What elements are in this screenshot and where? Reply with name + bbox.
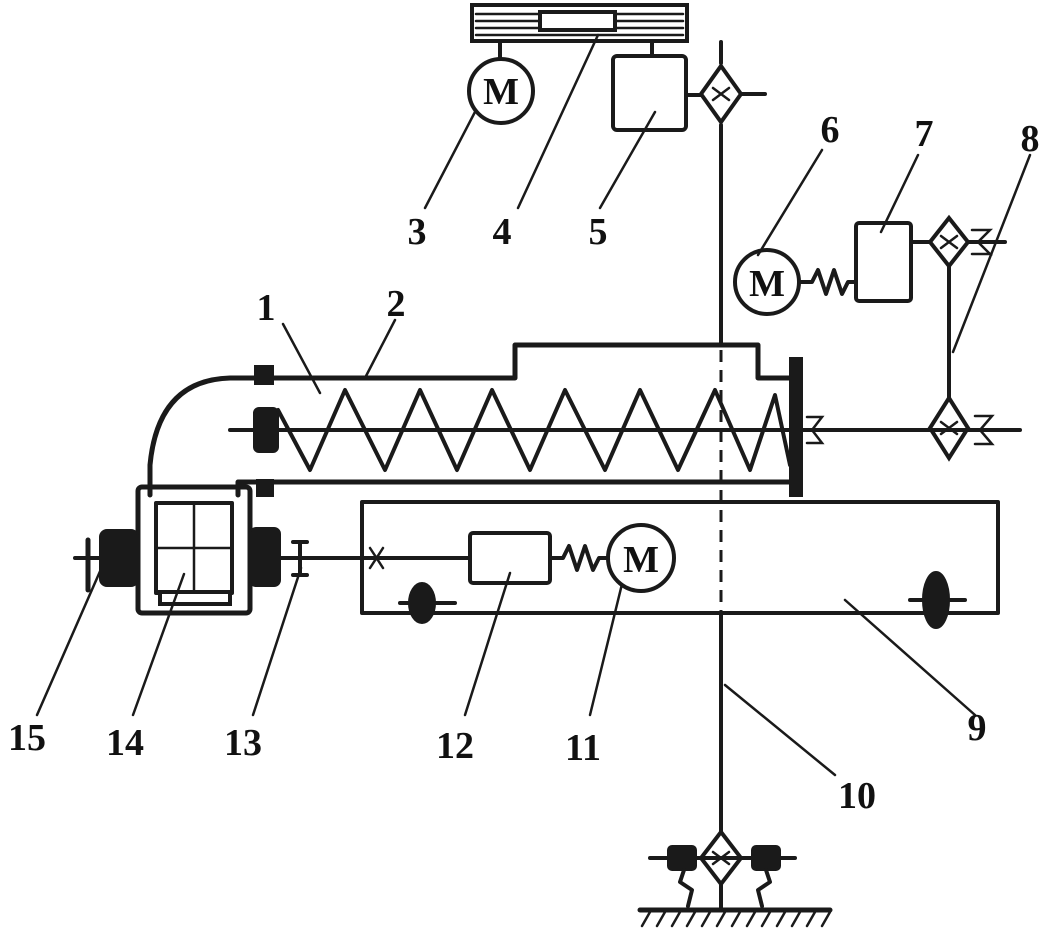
callout-6: 6 <box>821 109 840 151</box>
screw-icon <box>276 388 792 472</box>
leader-lines <box>35 33 1032 777</box>
motor-icon <box>606 523 676 593</box>
callout-1: 1 <box>257 287 276 329</box>
gearbox-icon <box>854 221 913 303</box>
callout-7: 7 <box>915 113 934 155</box>
vertical-shaft <box>698 40 767 837</box>
motor-symbol: M <box>483 71 519 113</box>
callout-13: 13 <box>224 722 262 764</box>
motor-symbol: M <box>749 263 785 305</box>
screw-housing <box>147 342 1022 498</box>
callout-15: 15 <box>8 717 46 759</box>
spring-coupling-icon <box>548 544 610 572</box>
motor-top: M <box>467 57 535 125</box>
callout-4: 4 <box>493 211 512 253</box>
callout-12: 12 <box>436 725 474 767</box>
cutter-assembly <box>73 484 309 616</box>
motor-symbol: M <box>623 539 659 581</box>
gearbox-top <box>611 54 708 132</box>
motor-icon <box>467 57 535 125</box>
callout-8: 8 <box>1021 118 1040 160</box>
callout-11: 11 <box>565 727 601 769</box>
callout-labels: 1 2 3 4 5 6 7 8 9 10 11 12 13 14 15 <box>8 109 1040 817</box>
lower-frame: M <box>298 500 1000 629</box>
right-drive: M <box>733 214 1017 462</box>
belt-assembly <box>470 3 689 62</box>
callout-10: 10 <box>838 775 876 817</box>
gearbox-icon <box>611 54 688 132</box>
callout-9: 9 <box>968 707 987 749</box>
callout-3: 3 <box>408 211 427 253</box>
bottom-support <box>637 828 833 928</box>
spring-coupling-icon <box>797 268 858 296</box>
callout-2: 2 <box>387 283 406 325</box>
callout-14: 14 <box>106 722 144 764</box>
callout-5: 5 <box>589 211 608 253</box>
